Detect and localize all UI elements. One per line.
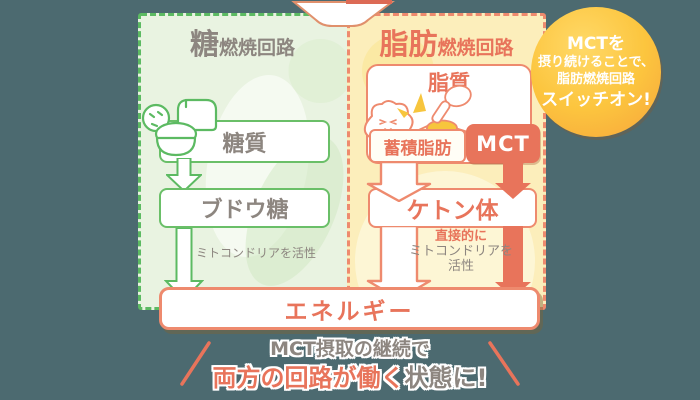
- direct-note-line1: ミトコンドリアを: [408, 244, 513, 259]
- mitochondria-note-fat: 直接的に ミトコンドリアを 活性: [403, 229, 519, 274]
- bubble-line3: 脂肪燃焼回路: [556, 72, 635, 87]
- bubble-line4: スイッチオン!: [541, 89, 651, 110]
- bubble-line1: MCTを: [567, 34, 625, 55]
- jar-bottom-shape: [291, 0, 395, 27]
- mct-arrow-down-icon: [495, 161, 531, 199]
- direct-note-line2: 活性: [447, 259, 474, 274]
- emphasis-slash-right: [488, 341, 520, 386]
- sugar-panel-title: 糖燃焼回路: [138, 21, 347, 63]
- bubble-line2: 摂り続けることで、: [537, 55, 655, 71]
- fat-title-accent: 脂肪: [379, 27, 438, 61]
- emphasis-slashes: [180, 341, 520, 386]
- fat-title-rest: 燃焼回路: [437, 37, 514, 59]
- stored-fat-box: 蓄積脂肪: [369, 129, 466, 163]
- stored-fat-arrow-down-icon: [366, 162, 432, 202]
- mct-arrow-down-icon-2: [495, 226, 531, 298]
- footer-line2-accent: 両方の回路が働く: [212, 364, 405, 392]
- sugar-arrow-down-icon: [166, 158, 202, 191]
- energy-box: エネルギー: [159, 287, 540, 330]
- mitochondria-note-sugar: ミトコンドリアを活性: [196, 246, 317, 260]
- footer-line2-rest: 状態に!: [404, 364, 488, 392]
- glucose-box: ブドウ糖: [159, 188, 330, 228]
- mct-callout-bubble: MCTを 摂り続けることで、 脂肪燃焼回路 スイッチオン!: [531, 7, 661, 137]
- sugar-title-accent: 糖: [189, 27, 219, 61]
- footer-line1: MCT摂取の継続で: [270, 338, 430, 360]
- mct-box: MCT: [466, 124, 540, 163]
- direct-note-accent: 直接的に: [434, 229, 487, 244]
- emphasis-slash-left: [180, 341, 211, 386]
- footer-line2: 両方の回路が働く状態に!: [0, 358, 700, 393]
- sugar-foods-icon: [141, 98, 218, 157]
- fat-panel-title: 脂肪燃焼回路: [347, 21, 546, 63]
- sugar-title-rest: 燃焼回路: [219, 37, 296, 59]
